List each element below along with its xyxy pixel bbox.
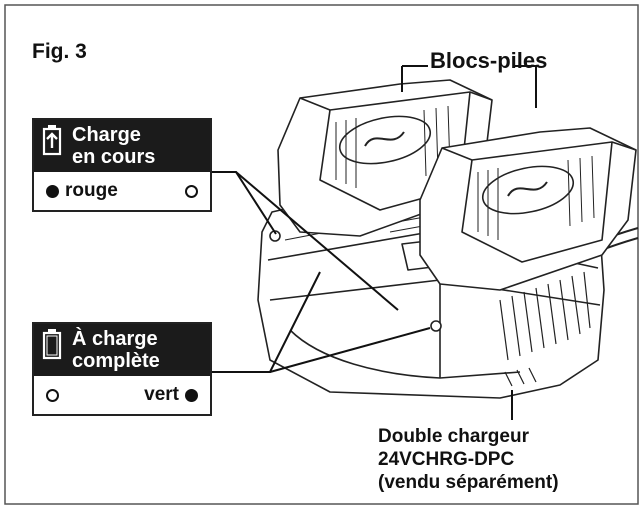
red-led-off	[46, 388, 59, 402]
charging-status-panel: Charge en cours rouge	[32, 118, 212, 212]
full-charge-header: À charge complète	[34, 324, 210, 376]
full-charge-panel: À charge complète vert	[32, 322, 212, 416]
green-led-indicator: vert	[144, 384, 198, 406]
charging-title-line2: en cours	[72, 146, 156, 168]
green-led-off	[185, 184, 198, 198]
green-led-label: vert	[144, 384, 179, 405]
charging-led-row: rouge	[34, 172, 210, 210]
battery-full-icon	[42, 329, 62, 360]
battery-packs-label: Blocs-piles	[430, 48, 548, 73]
leader-lines	[208, 65, 537, 420]
red-led-indicator: rouge	[46, 180, 118, 202]
charger-label: Double chargeur 24VCHRG-DPC (vendu sépar…	[378, 425, 559, 494]
full-title-line1: À charge	[72, 328, 158, 350]
charging-status-header: Charge en cours	[34, 120, 210, 172]
green-led-on	[185, 388, 198, 402]
full-led-row: vert	[34, 376, 210, 414]
charging-title-line1: Charge	[72, 124, 141, 146]
charger-note: (vendu séparément)	[378, 472, 559, 493]
charger-model: 24VCHRG-DPC	[378, 449, 515, 470]
figure-label: Fig. 3	[32, 40, 87, 63]
charger-name: Double chargeur	[378, 426, 529, 447]
battery-charging-icon	[42, 125, 62, 156]
red-led-label: rouge	[65, 180, 118, 201]
battery-pack-right	[419, 127, 637, 291]
figure-frame	[4, 4, 639, 505]
full-title-line2: complète	[72, 350, 160, 372]
red-led-on	[46, 184, 59, 198]
